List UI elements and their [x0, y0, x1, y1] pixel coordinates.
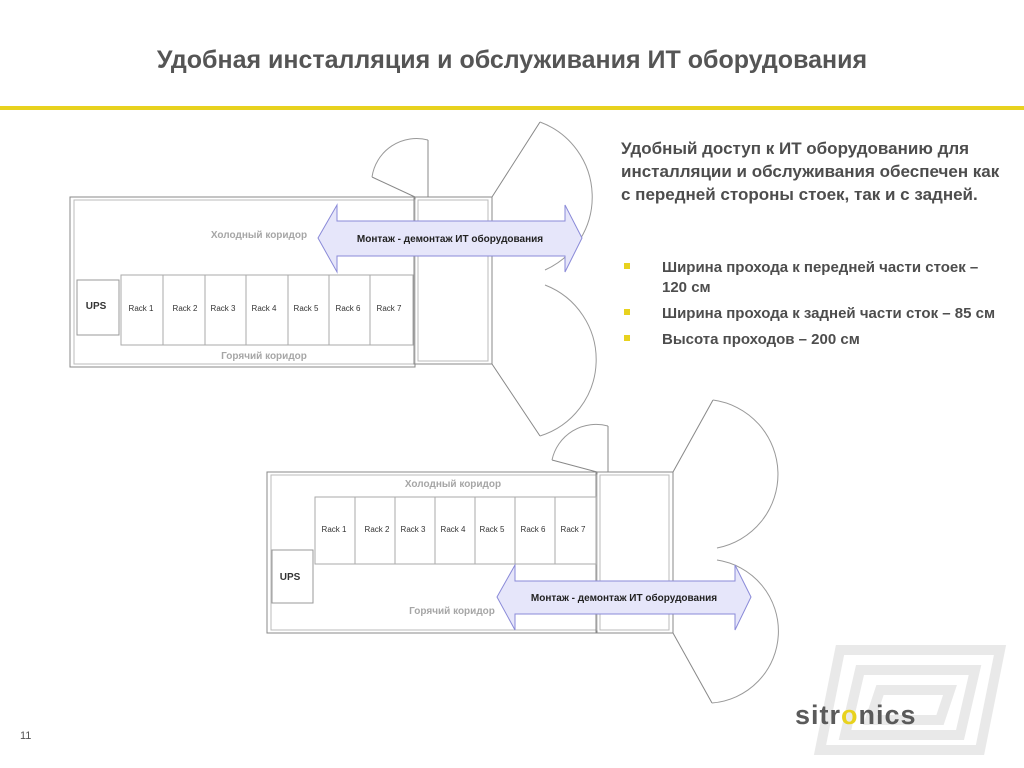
cold-aisle-label: Холодный коридор: [211, 230, 307, 241]
cold-aisle-label: Холодный коридор: [405, 479, 501, 490]
rack-label: Rack 1: [129, 304, 154, 313]
rack: [394, 496, 436, 565]
page-title: Удобная инсталляция и обслуживания ИТ об…: [156, 46, 868, 74]
rack: [328, 274, 371, 346]
ups-label: UPS: [280, 572, 301, 583]
rack-label: Rack 7: [561, 525, 586, 534]
rack: [514, 496, 556, 565]
rack: [354, 496, 396, 565]
rack-row-top: Rack 1 Rack 2 Rack 3 Rack 4 Rack 5 Rack …: [120, 274, 414, 346]
rack: [314, 496, 356, 565]
lead-paragraph: Удобный доступ к ИТ оборудованию для инс…: [621, 139, 1000, 204]
rack-label: Rack 6: [521, 525, 546, 534]
title-underline: [0, 106, 1024, 110]
ups-box: [76, 279, 120, 336]
bottom-floorplan: [266, 399, 779, 704]
rack-row-bottom: Rack 1 Rack 2 Rack 3 Rack 4 Rack 5 Rack …: [314, 496, 597, 565]
rack: [162, 274, 206, 346]
rack-label: Rack 6: [336, 304, 361, 313]
logo-watermark: [813, 645, 1007, 755]
rack-label: Rack 2: [173, 304, 198, 313]
ups-label: UPS: [86, 301, 107, 312]
install-arrow-label: Монтаж - демонтаж ИТ оборудования: [357, 233, 543, 245]
hot-aisle-label: Горячий коридор: [221, 351, 307, 362]
rack-label: Rack 5: [294, 304, 319, 313]
install-arrow: [496, 563, 752, 631]
ups-box: [271, 549, 314, 604]
rack-label: Rack 7: [377, 304, 402, 313]
bullet-item: Ширина прохода к передней части стоек – …: [622, 258, 1002, 298]
page-number: 11: [20, 730, 32, 742]
rack-label: Rack 2: [365, 525, 390, 534]
rack-label: Rack 4: [252, 304, 277, 313]
rack-label: Rack 1: [322, 525, 347, 534]
rack: [120, 274, 164, 346]
rack-label: Rack 3: [401, 525, 426, 534]
bullet-square-icon: [624, 335, 630, 341]
rack: [554, 496, 597, 565]
rack: [287, 274, 330, 346]
install-arrow: [317, 203, 583, 274]
install-arrow-label: Монтаж - демонтаж ИТ оборудования: [531, 592, 717, 604]
rack-label: Rack 4: [441, 525, 466, 534]
rack: [434, 496, 476, 565]
rack-label: Rack 5: [480, 525, 505, 534]
rack: [245, 274, 289, 346]
rack: [369, 274, 414, 346]
rack-label: Rack 3: [211, 304, 236, 313]
bullet-item: Высота проходов – 200 см: [622, 330, 1002, 350]
hot-aisle-label: Горячий коридор: [409, 606, 495, 617]
bullet-item: Ширина прохода к задней части сток – 85 …: [622, 304, 1002, 324]
bullet-square-icon: [624, 309, 630, 315]
bullet-square-icon: [624, 263, 630, 269]
bullet-list: Ширина прохода к передней части стоек – …: [622, 258, 1002, 356]
sitronics-logo: sitronics: [795, 700, 917, 730]
